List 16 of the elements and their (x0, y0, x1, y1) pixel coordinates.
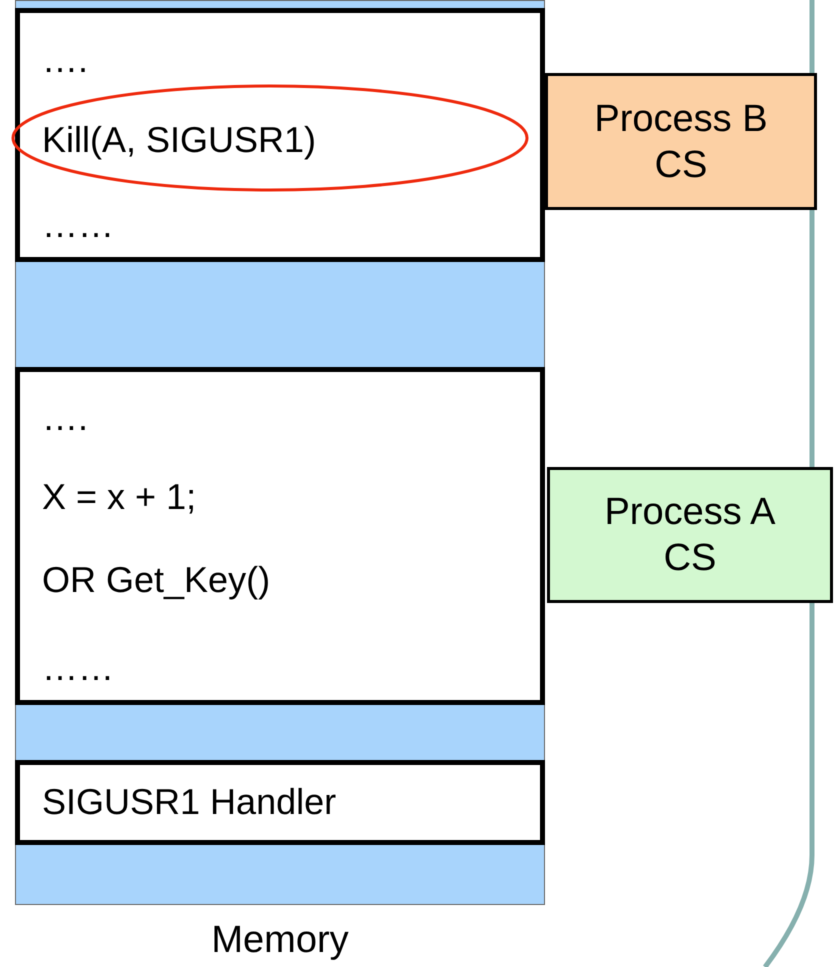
code-line: …… (42, 203, 114, 247)
memory-label: Memory (210, 918, 350, 962)
memory-block (15, 367, 545, 705)
memory-block (15, 8, 545, 262)
code-line: …… (42, 646, 114, 690)
memory-block (15, 760, 545, 845)
code-line: SIGUSR1 Handler (42, 780, 336, 824)
process-box (547, 467, 833, 603)
code-line: …. (42, 38, 88, 82)
code-line: Kill(A, SIGUSR1) (42, 118, 316, 162)
process-box (545, 73, 817, 210)
process-label: Process A CS (603, 490, 777, 581)
code-line: X = x + 1; (42, 475, 196, 519)
code-line: OR Get_Key() (42, 558, 270, 602)
process-label: Process B CS (593, 96, 769, 188)
code-line: …. (42, 396, 88, 440)
